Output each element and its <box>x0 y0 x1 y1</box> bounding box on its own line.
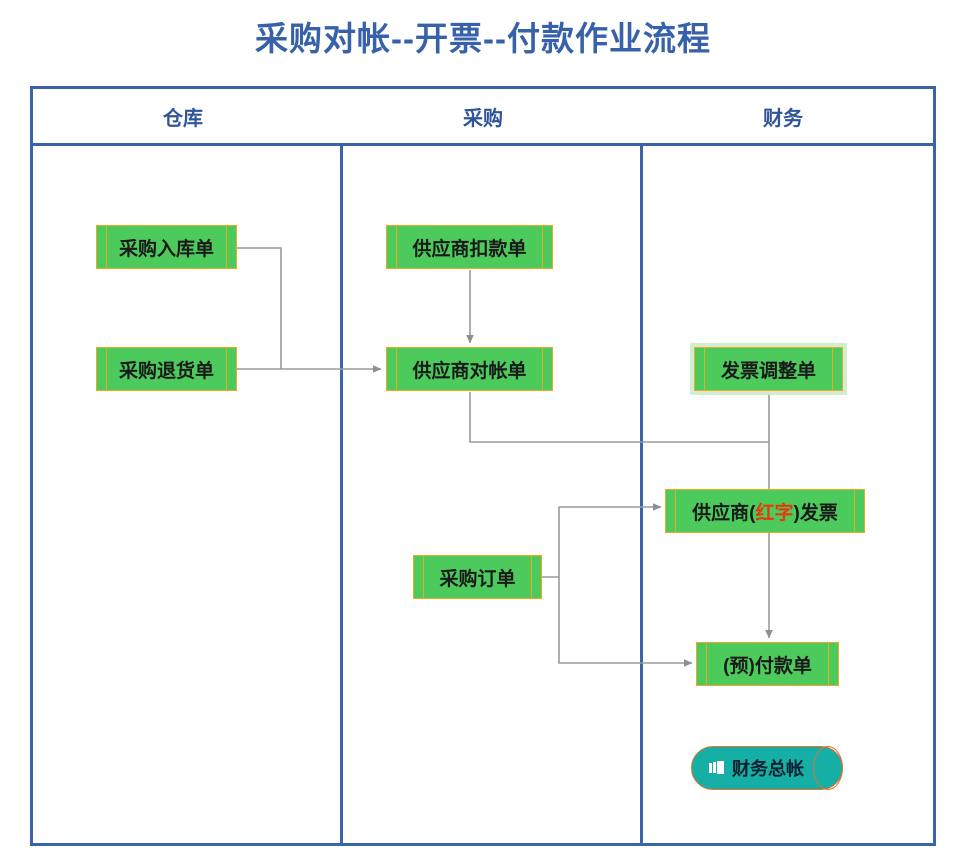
lane-header-warehouse: 仓库 <box>33 89 333 143</box>
lane-header-purchasing: 采购 <box>333 89 633 143</box>
node-purchase-receipt-label: 采购入库单 <box>118 238 214 260</box>
red-invoice-accent: 红字 <box>755 502 794 524</box>
node-purchase-return-label: 采购退货单 <box>118 360 214 382</box>
lane-header-finance-label: 财务 <box>763 107 803 130</box>
lane-header-warehouse-label: 仓库 <box>163 107 203 130</box>
node-supplier-deduction-label: 供应商扣款单 <box>412 238 527 260</box>
lane-divider-purchasing-finance <box>640 146 643 843</box>
lane-header-purchasing-label: 采购 <box>463 107 503 130</box>
node-purchase-return[interactable]: 采购退货单 <box>96 347 237 391</box>
node-invoice-adjustment-label: 发票调整单 <box>720 360 816 382</box>
cylinder-content: 财务总帐 <box>691 746 821 790</box>
node-supplier-red-invoice-label: 供应商(红字)发票 <box>692 498 838 525</box>
swimlane-header-row: 仓库 采购 财务 <box>33 89 933 146</box>
node-purchase-order[interactable]: 采购订单 <box>413 555 542 599</box>
page-title: 采购对帐--开票--付款作业流程 <box>255 20 711 57</box>
node-supplier-reconciliation[interactable]: 供应商对帐单 <box>386 347 553 391</box>
node-purchase-order-label: 采购订单 <box>439 568 516 590</box>
node-purchase-receipt[interactable]: 采购入库单 <box>96 225 237 269</box>
lane-header-finance: 财务 <box>633 89 933 143</box>
node-finance-ledger-label: 财务总帐 <box>732 759 804 779</box>
swimlane-diagram-frame: 仓库 采购 财务 <box>30 86 936 846</box>
pages-icon <box>708 760 725 776</box>
lane-divider-warehouse-purchasing <box>340 146 343 843</box>
cylinder-cap <box>813 746 843 790</box>
node-invoice-adjustment[interactable]: 发票调整单 <box>690 343 847 395</box>
node-supplier-reconciliation-label: 供应商对帐单 <box>412 360 527 382</box>
red-invoice-suffix: )发票 <box>793 502 838 524</box>
node-payment-voucher-label: (预)付款单 <box>723 655 812 677</box>
node-payment-voucher[interactable]: (预)付款单 <box>696 642 839 686</box>
red-invoice-prefix: 供应商( <box>692 502 756 524</box>
node-finance-ledger[interactable]: 财务总帐 <box>691 746 843 790</box>
node-supplier-red-invoice[interactable]: 供应商(红字)发票 <box>665 489 865 533</box>
node-supplier-deduction[interactable]: 供应商扣款单 <box>386 225 553 269</box>
